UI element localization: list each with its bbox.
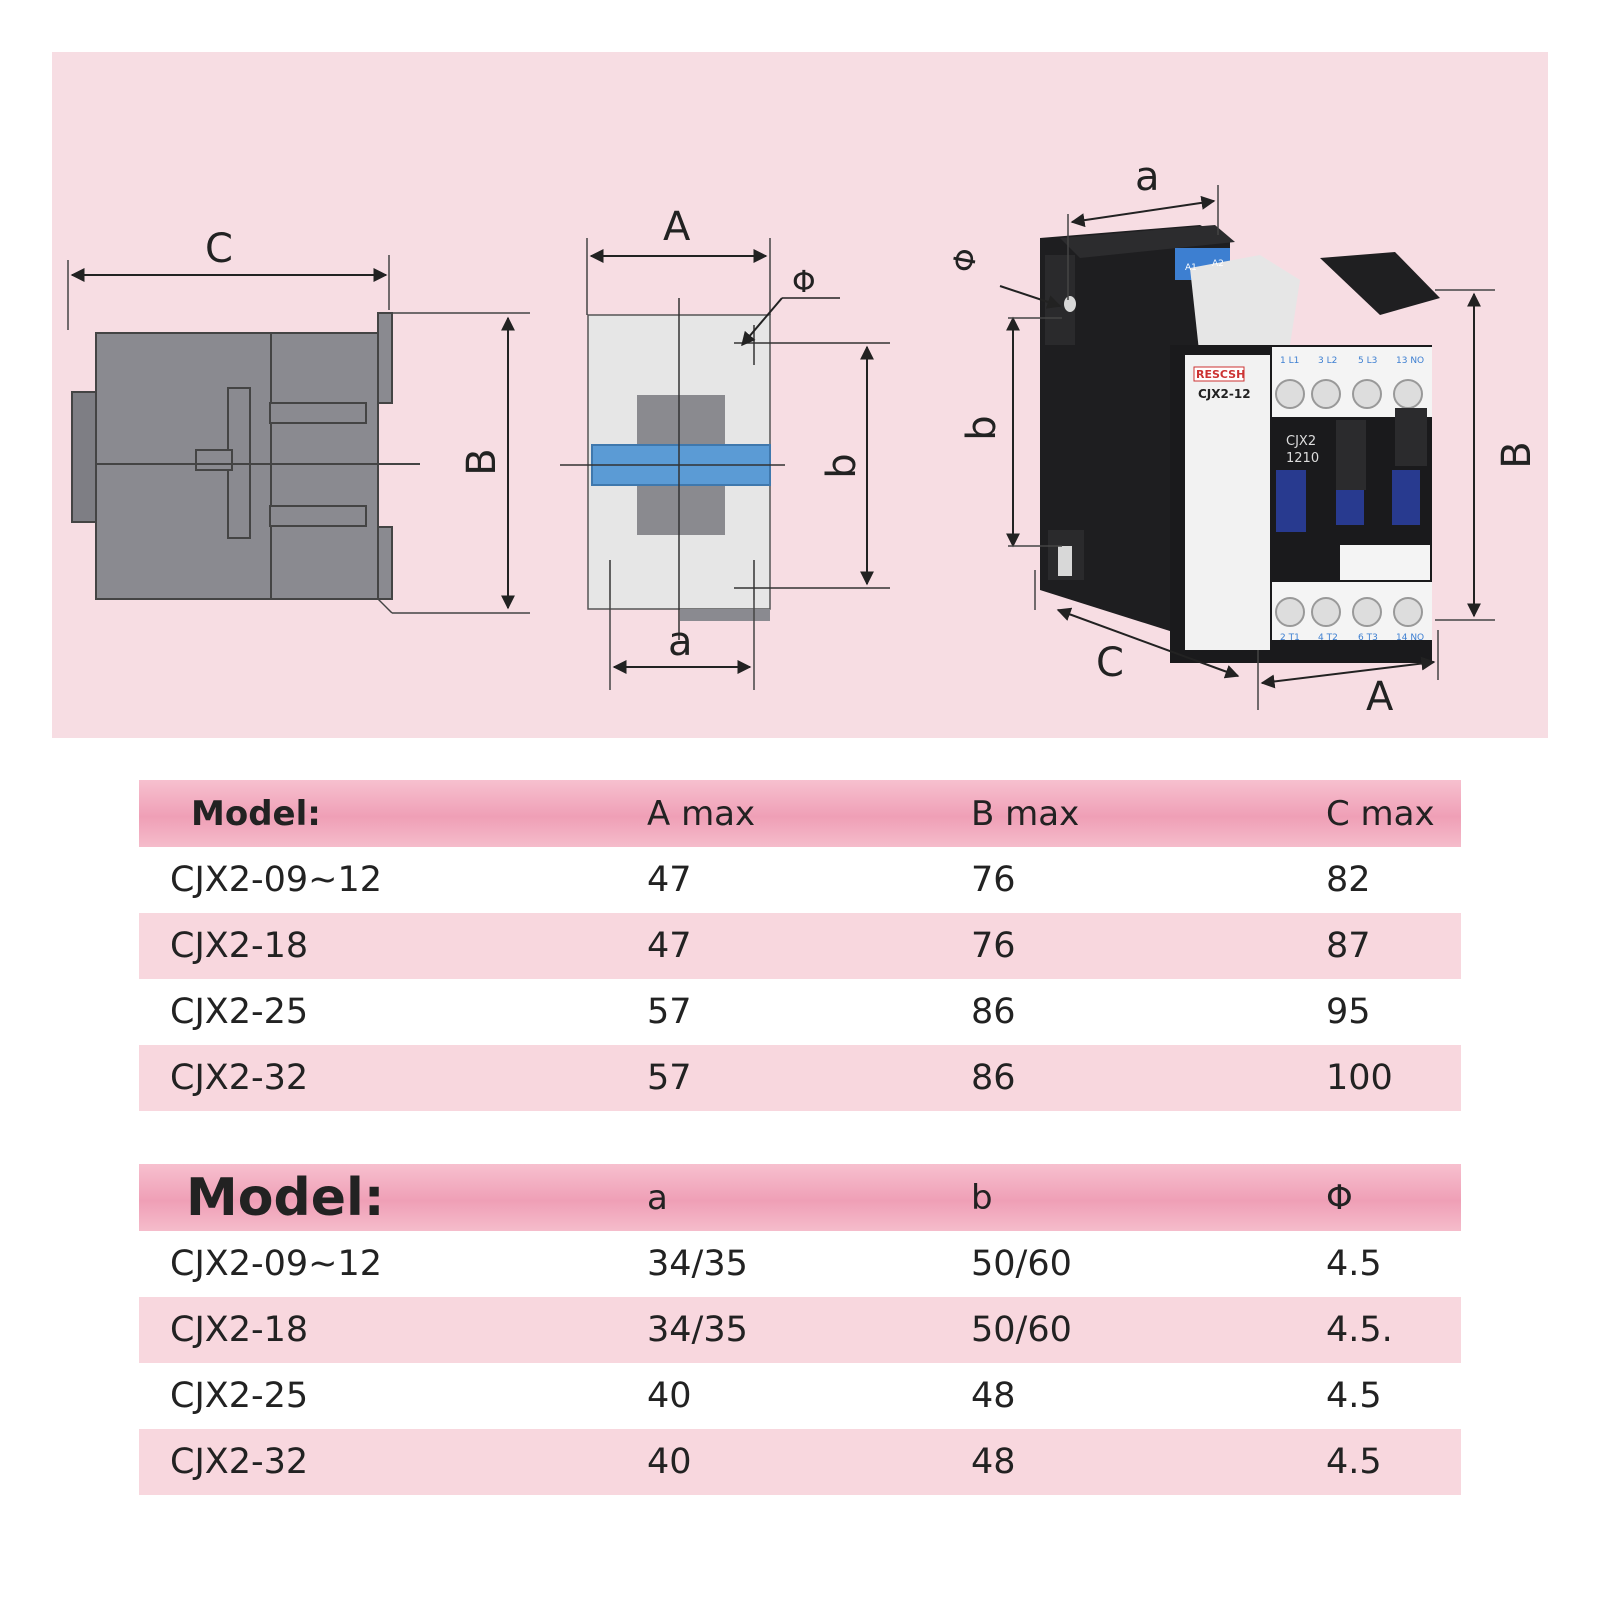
table-row: CJX2-18 34/35 50/60 4.5. <box>139 1297 1461 1363</box>
coil-label-a1: A1 <box>1185 263 1197 273</box>
cell-value: 76 <box>971 926 1016 966</box>
header-a: a <box>647 1177 668 1218</box>
top-view-label-A: A <box>663 204 691 250</box>
table-row: CJX2-25 40 48 4.5 <box>139 1363 1461 1429</box>
cell-model: CJX2-09~12 <box>170 860 383 900</box>
cell-value: 76 <box>971 860 1016 900</box>
table-row: CJX2-25 57 86 95 <box>139 979 1461 1045</box>
terminal-label: 1 L1 <box>1280 356 1299 366</box>
product-label-b: b <box>959 415 1005 440</box>
table-row: CJX2-09~12 34/35 50/60 4.5 <box>139 1231 1461 1297</box>
table-row: CJX2-18 47 76 87 <box>139 913 1461 979</box>
cell-value: 57 <box>647 1058 692 1098</box>
product-label-phi: Φ <box>946 246 985 275</box>
cell-value: 40 <box>647 1442 692 1482</box>
cell-value: 4.5 <box>1326 1244 1382 1284</box>
dimensions-table-1: Model: A max B max C max CJX2-09~12 47 7… <box>139 780 1461 1111</box>
cell-value: 50/60 <box>971 1310 1072 1350</box>
cell-model: CJX2-32 <box>170 1442 309 1482</box>
header-phi: Φ <box>1326 1177 1353 1218</box>
top-view-drawing <box>560 238 890 690</box>
cell-value: 4.5 <box>1326 1442 1382 1482</box>
product-model: CJX2-12 <box>1198 387 1251 401</box>
cell-model: CJX2-09~12 <box>170 1244 383 1284</box>
terminal-label: 3 L2 <box>1318 356 1337 366</box>
table-header: Model: A max B max C max <box>139 780 1461 847</box>
side-view-label-B: B <box>459 448 505 475</box>
cell-model: CJX2-32 <box>170 1058 309 1098</box>
product-label-C: C <box>1096 640 1124 686</box>
terminal-label: 13 NO <box>1396 356 1424 366</box>
header-model: Model: <box>191 793 321 834</box>
table-row: CJX2-32 57 86 100 <box>139 1045 1461 1111</box>
cell-model: CJX2-25 <box>170 1376 309 1416</box>
cell-value: 82 <box>1326 860 1371 900</box>
header-b: b <box>971 1177 993 1218</box>
top-view-label-b: b <box>819 453 865 478</box>
product-label-a: a <box>1135 154 1160 200</box>
product-sub-label-1: CJX2 <box>1286 434 1316 449</box>
terminal-label: 5 L3 <box>1358 356 1377 366</box>
cell-value: 86 <box>971 1058 1016 1098</box>
cell-value: 95 <box>1326 992 1371 1032</box>
top-view-label-a: a <box>668 619 693 665</box>
side-view-label-C: C <box>205 226 233 272</box>
dimensions-table-2: Model: a b Φ CJX2-09~12 34/35 50/60 4.5 … <box>139 1164 1461 1495</box>
cell-value: 86 <box>971 992 1016 1032</box>
product-sub-label-2: 1210 <box>1286 451 1319 466</box>
product-label-B: B <box>1494 441 1540 468</box>
header-c-max: C max <box>1326 793 1435 834</box>
header-a-max: A max <box>647 793 756 834</box>
terminal-label: 6 T3 <box>1358 633 1378 643</box>
cell-value: 87 <box>1326 926 1371 966</box>
cell-value: 48 <box>971 1442 1016 1482</box>
cell-value: 50/60 <box>971 1244 1072 1284</box>
cell-model: CJX2-18 <box>170 926 309 966</box>
table-row: CJX2-32 40 48 4.5 <box>139 1429 1461 1495</box>
cell-value: 4.5. <box>1326 1310 1393 1350</box>
product-brand: RESCSH <box>1196 368 1245 381</box>
side-view-drawing <box>67 255 530 614</box>
top-terminal-labels: 1 L1 3 L2 5 L3 13 NO <box>1280 356 1424 366</box>
cell-value: 40 <box>647 1376 692 1416</box>
cell-value: 34/35 <box>647 1244 748 1284</box>
table-row: CJX2-09~12 47 76 82 <box>139 847 1461 913</box>
terminal-label: 4 T2 <box>1318 633 1338 643</box>
cell-value: 57 <box>647 992 692 1032</box>
contactor-product-image <box>999 185 1495 710</box>
product-label-A: A <box>1366 674 1394 720</box>
cell-model: CJX2-25 <box>170 992 309 1032</box>
cell-value: 4.5 <box>1326 1376 1382 1416</box>
cell-value: 48 <box>971 1376 1016 1416</box>
dimension-diagram: C B A Φ b a <box>67 154 1540 720</box>
cell-value: 34/35 <box>647 1310 748 1350</box>
cell-value: 47 <box>647 926 692 966</box>
header-b-max: B max <box>971 793 1080 834</box>
terminal-label: 2 T1 <box>1280 633 1300 643</box>
table-header: Model: a b Φ <box>139 1164 1461 1231</box>
cell-value: 100 <box>1326 1058 1393 1098</box>
bottom-terminal-labels: 2 T1 4 T2 6 T3 14 NO <box>1280 633 1424 643</box>
cell-value: 47 <box>647 860 692 900</box>
top-view-label-phi: Φ <box>792 265 816 300</box>
coil-label-a2: A2 <box>1212 259 1224 269</box>
terminal-label: 14 NO <box>1396 633 1424 643</box>
header-model: Model: <box>186 1167 385 1228</box>
cell-model: CJX2-18 <box>170 1310 309 1350</box>
